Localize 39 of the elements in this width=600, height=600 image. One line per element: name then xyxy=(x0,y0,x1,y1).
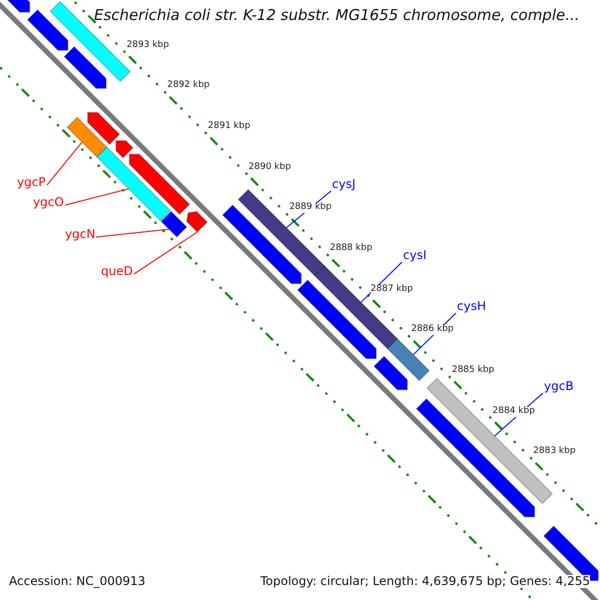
gene-feature-bar xyxy=(416,398,536,518)
scale-label: 2886 kbp xyxy=(411,325,454,336)
gene-feature-bar xyxy=(373,356,408,390)
gene-feature-bar xyxy=(186,210,208,233)
gene-feature-bar xyxy=(128,154,190,215)
scale-label: 2885 kbp xyxy=(452,366,494,376)
gene-feature-bar xyxy=(66,116,108,158)
gene-label: ygcB xyxy=(544,380,574,394)
gene-label: cysH xyxy=(457,300,486,314)
gene-feature-bar xyxy=(386,338,430,382)
scale-label: 2887 kbp xyxy=(370,284,413,295)
gene-label: ygcP xyxy=(17,176,46,190)
scale-label: 2884 kbp xyxy=(492,406,535,417)
leader-line xyxy=(64,188,130,206)
map-title: Escherichia coli str. K-12 substr. MG1655 chromosome, comple... xyxy=(94,7,580,24)
accession-text: Accession: NC_000913 xyxy=(9,575,146,588)
gene-label: cysJ xyxy=(332,178,356,192)
gene-feature-bar xyxy=(116,140,134,158)
scale-label: 2892 kbp xyxy=(167,81,210,92)
scale-label: 2888 kbp xyxy=(330,244,372,254)
scale-label: 2883 kbp xyxy=(533,447,576,458)
leader-line xyxy=(134,232,198,275)
scale-label: 2889 kbp xyxy=(289,203,332,214)
scale-label: 2890 kbp xyxy=(248,162,291,173)
scale-label: 2893 kbp xyxy=(126,40,169,51)
gene-label: ygcO xyxy=(33,196,64,210)
gene-feature-bar xyxy=(26,9,68,51)
gene-feature-bar xyxy=(160,210,188,238)
gene-feature-bar xyxy=(96,146,172,222)
gene-feature-bar xyxy=(64,46,107,89)
gene-feature-bar xyxy=(314,265,398,350)
genome-info-text: Topology: circular; Length: 4,639,675 bp; Genes: 4,255 xyxy=(260,575,590,588)
gene-label: queD xyxy=(101,265,133,278)
gene-feature-bar xyxy=(87,112,120,145)
gene-label: ygcN xyxy=(65,228,96,242)
scale-label: 2891 kbp xyxy=(208,122,250,132)
leader-line xyxy=(96,228,170,238)
leader-line xyxy=(46,142,82,186)
gene-label: cysI xyxy=(403,249,426,262)
